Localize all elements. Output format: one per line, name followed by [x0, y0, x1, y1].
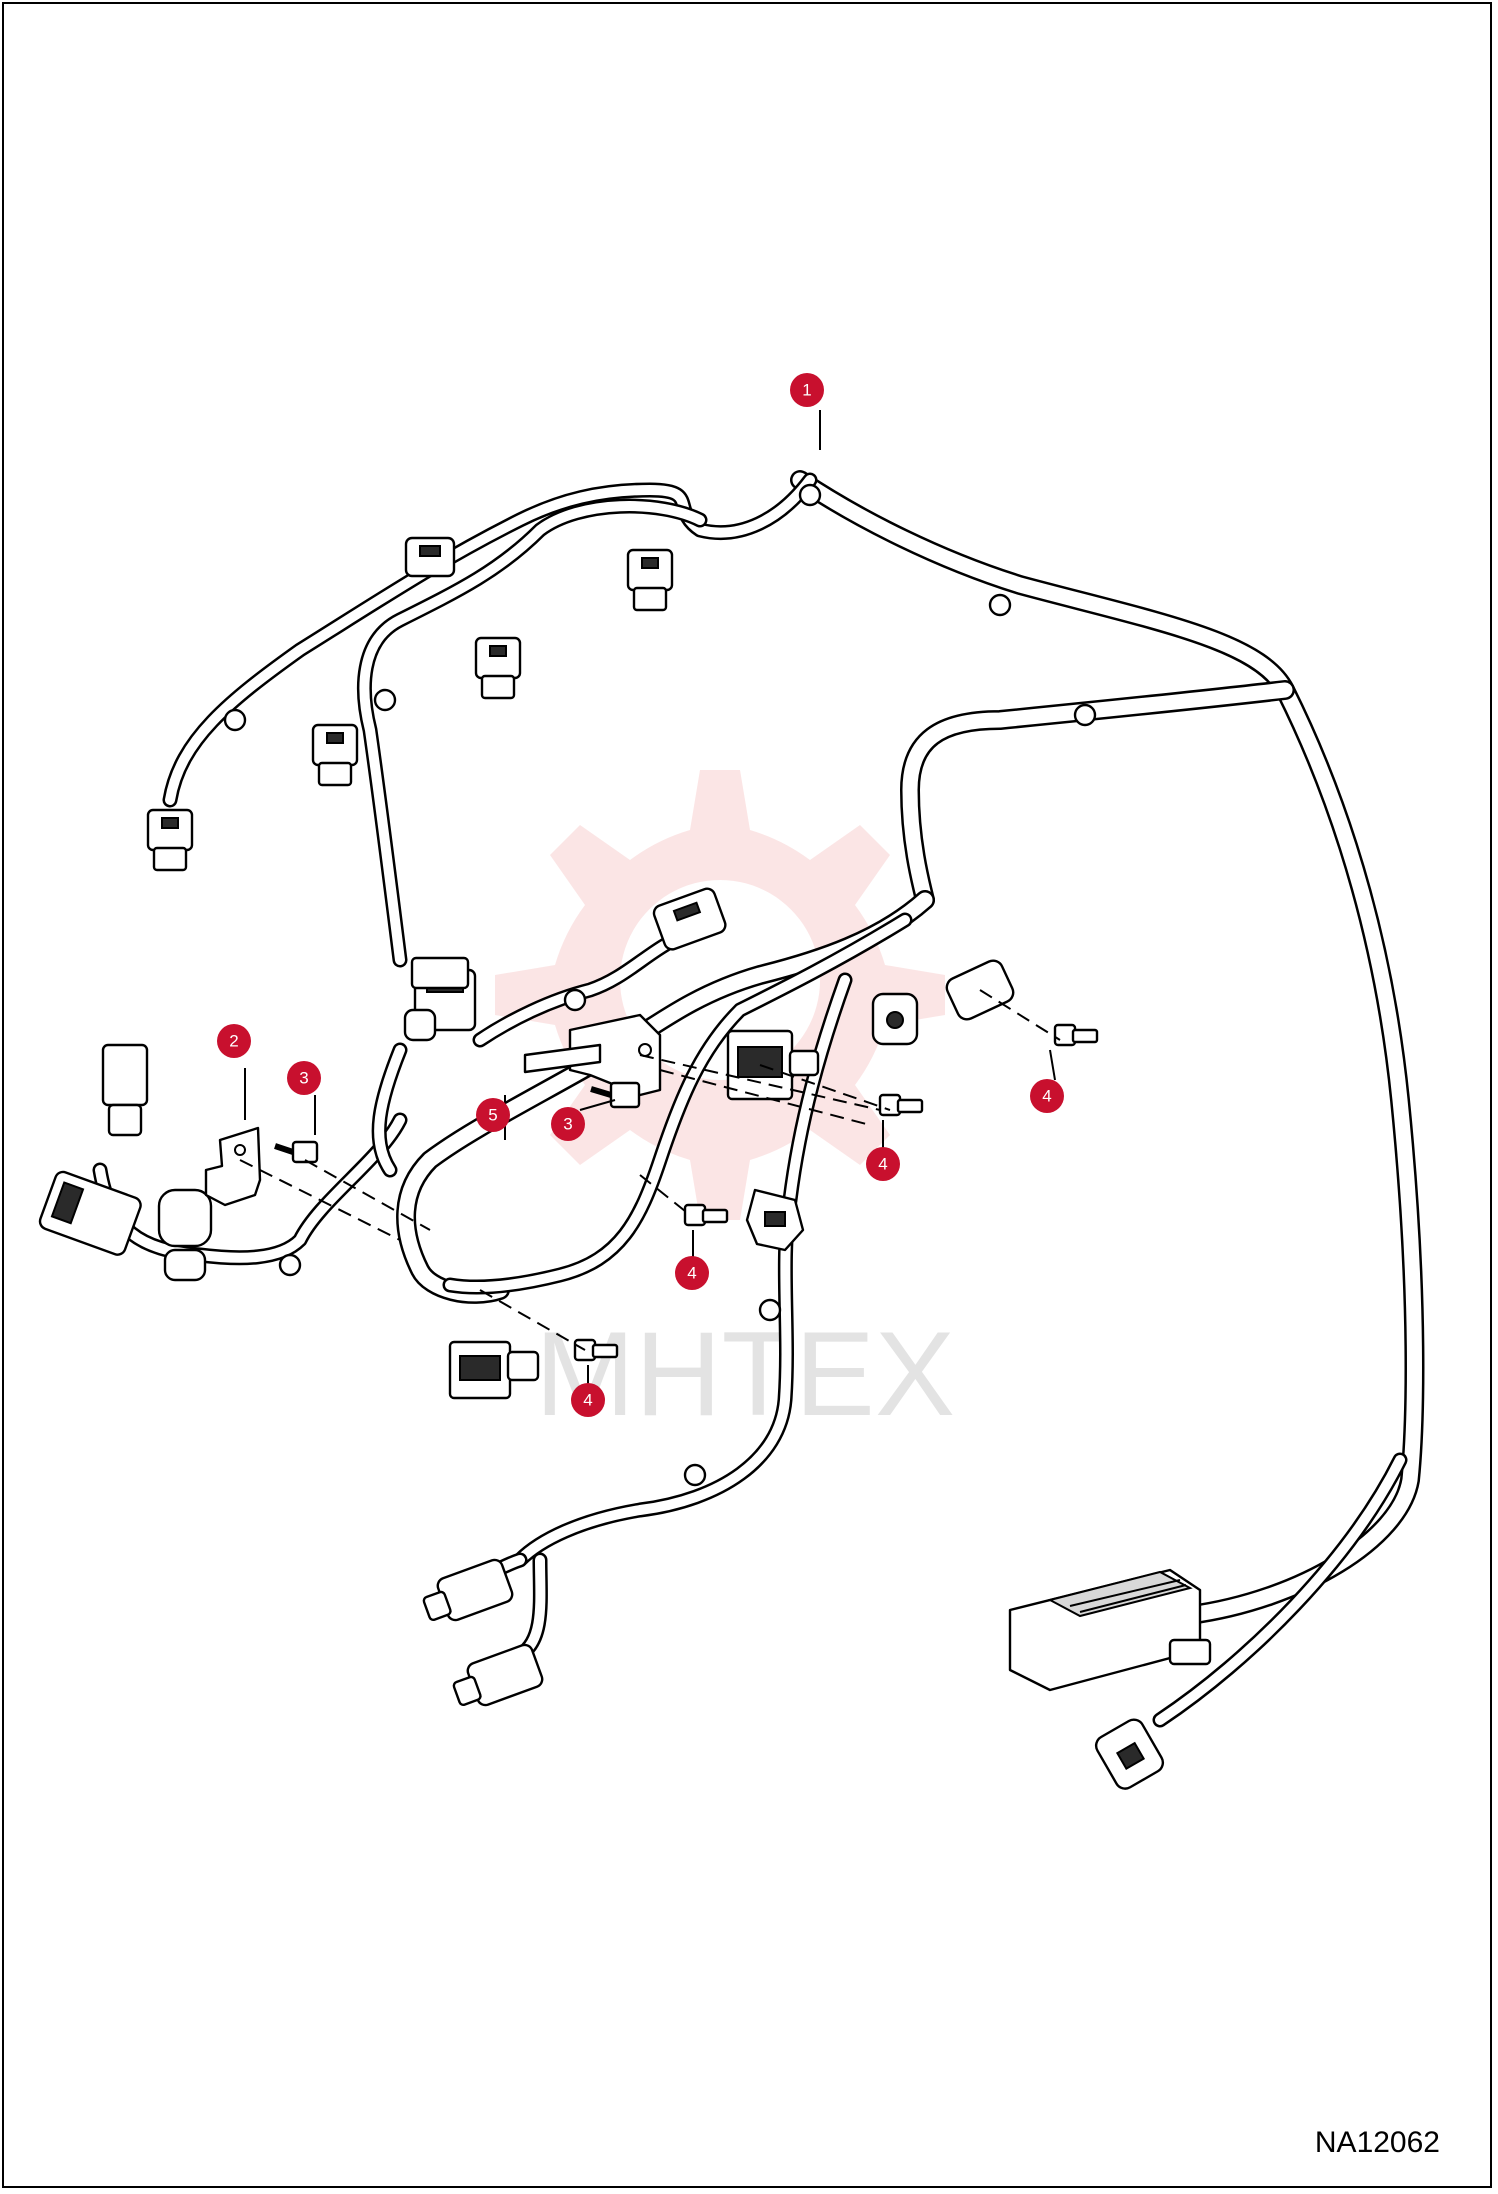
left-connector-upper	[101, 1043, 149, 1137]
harness-clip-3	[1073, 703, 1097, 727]
bolt-4d	[573, 1338, 619, 1362]
watermark-text: MHTEX	[535, 1307, 955, 1441]
bottom-right-connector	[1094, 1718, 1165, 1790]
connectors	[38, 483, 1212, 1790]
harness-clip-4	[373, 688, 397, 712]
callout-4b-label: 4	[878, 1155, 887, 1174]
sensor-connector-top	[652, 887, 727, 951]
bracket-2	[204, 1126, 262, 1207]
sensor-connector-right	[871, 992, 919, 1046]
left-connector-lower	[38, 1170, 142, 1256]
bracket-5	[523, 1013, 662, 1097]
harness-clip-7	[683, 1463, 707, 1487]
callout-2-label: 2	[229, 1032, 238, 1051]
callout-3b-marker	[551, 1107, 585, 1141]
harness-clip-8	[278, 1253, 302, 1277]
left-connector-round	[157, 1188, 213, 1282]
box-connector-low	[448, 1340, 540, 1400]
callout-4a-label: 4	[1042, 1087, 1051, 1106]
callout-3b-label: 3	[563, 1115, 572, 1134]
bolt-3b	[590, 1081, 641, 1109]
callout-1-label: 1	[802, 381, 811, 400]
injector-connector-4	[626, 548, 674, 612]
callout-1-marker	[790, 373, 824, 407]
harness-clip-1	[798, 483, 822, 507]
main-harness	[92, 470, 1425, 1728]
harness-clip-block	[410, 956, 470, 990]
callout-5-marker	[476, 1098, 510, 1132]
bolt-4a	[1053, 1023, 1099, 1047]
harness-clip-5	[223, 708, 247, 732]
callout-4d-marker	[571, 1383, 605, 1417]
callout-3a-label: 3	[299, 1069, 308, 1088]
callouts: 1 2 3 5 3 4 4 4 4	[217, 373, 1064, 1417]
watermark-gear-icon	[495, 770, 945, 1220]
bolt-3a	[274, 1140, 319, 1164]
bottom-connector-2	[452, 1643, 544, 1707]
callout-4d-label: 4	[583, 1391, 592, 1410]
injector-connector-1	[146, 808, 194, 872]
injector-connector-5	[404, 536, 456, 578]
callout-2-marker	[217, 1024, 251, 1058]
knock-sensor-connector	[745, 1188, 805, 1252]
callout-3a-marker	[287, 1061, 321, 1095]
callout-4c-label: 4	[687, 1264, 696, 1283]
bolt-4b	[878, 1093, 924, 1117]
harness-clip-9	[563, 988, 587, 1012]
drawing-number: NA12062	[1314, 2126, 1440, 2159]
callout-5-label: 5	[488, 1106, 497, 1125]
bottom-connector-1	[422, 1558, 514, 1622]
bolt-4c	[683, 1203, 729, 1227]
injector-connector-2	[311, 723, 359, 787]
callout-4c-marker	[675, 1256, 709, 1290]
injector-connector-3	[474, 636, 522, 700]
ecu-connector	[1008, 1568, 1212, 1692]
alignment-lines	[239, 989, 1061, 1351]
harness-clip-2	[988, 593, 1012, 617]
callout-4a-marker	[1030, 1079, 1064, 1113]
callout-4b-marker	[866, 1147, 900, 1181]
harness-clip-6	[758, 1298, 782, 1322]
